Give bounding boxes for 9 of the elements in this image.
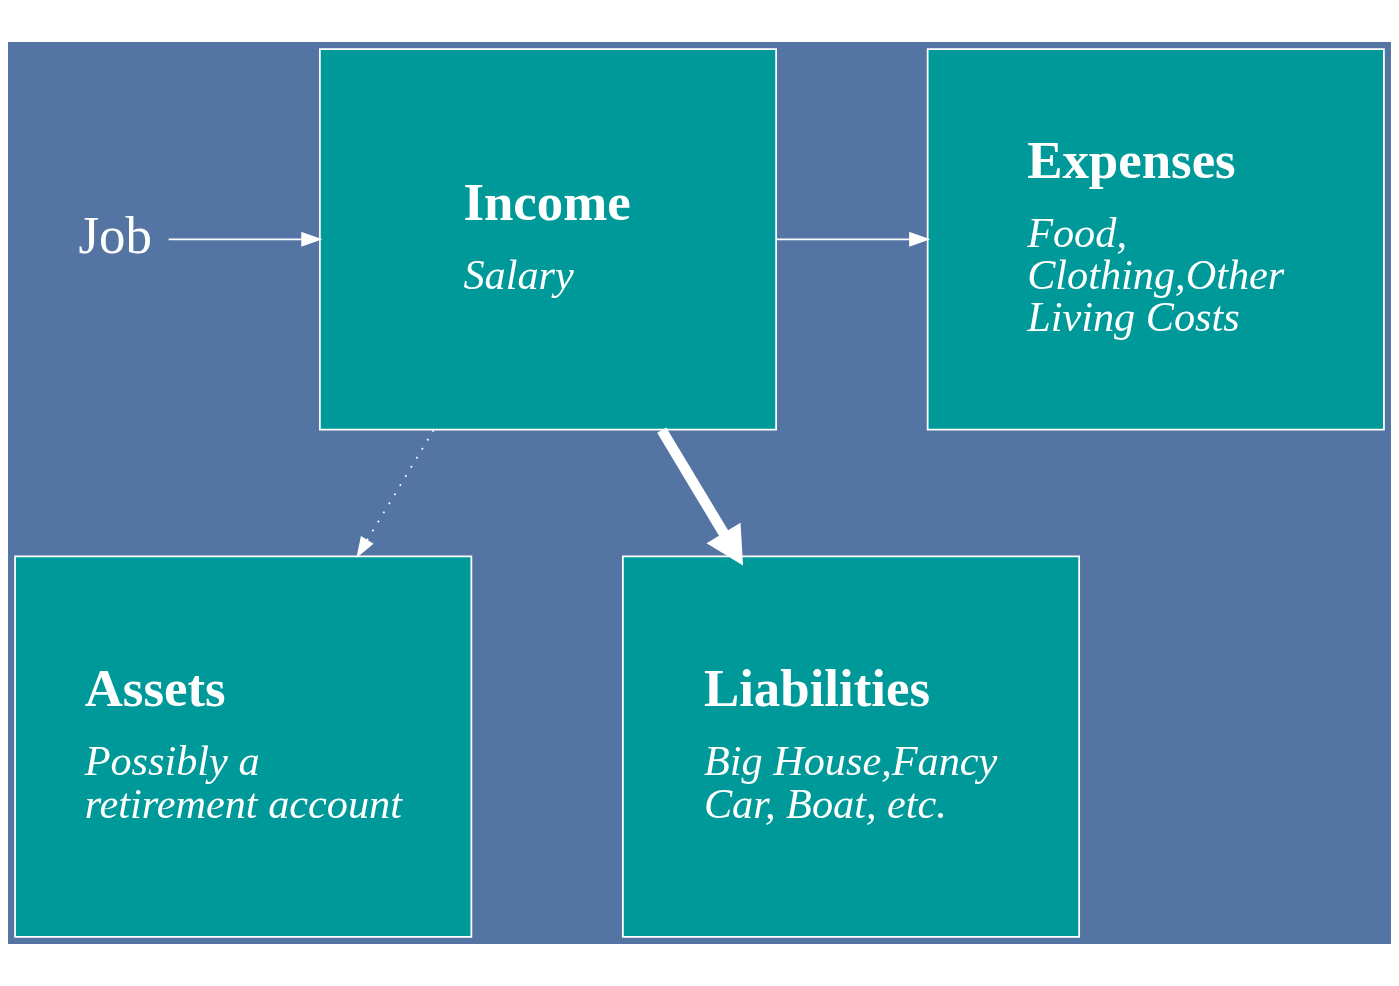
node-text: Job: [78, 205, 152, 264]
arrow: [356, 429, 435, 558]
arrow: [167, 231, 323, 247]
arrow: [657, 427, 744, 566]
node-box: Expenses Food, Clothing,Other Living Costs: [926, 48, 1385, 431]
node-box: Assets Possibly a retirement account: [14, 555, 473, 938]
arrow: [775, 231, 931, 247]
node-box: Liabilities Big House,Fancy Car, Boat, etc.: [622, 555, 1081, 938]
node-box: Income Salary: [318, 48, 777, 431]
